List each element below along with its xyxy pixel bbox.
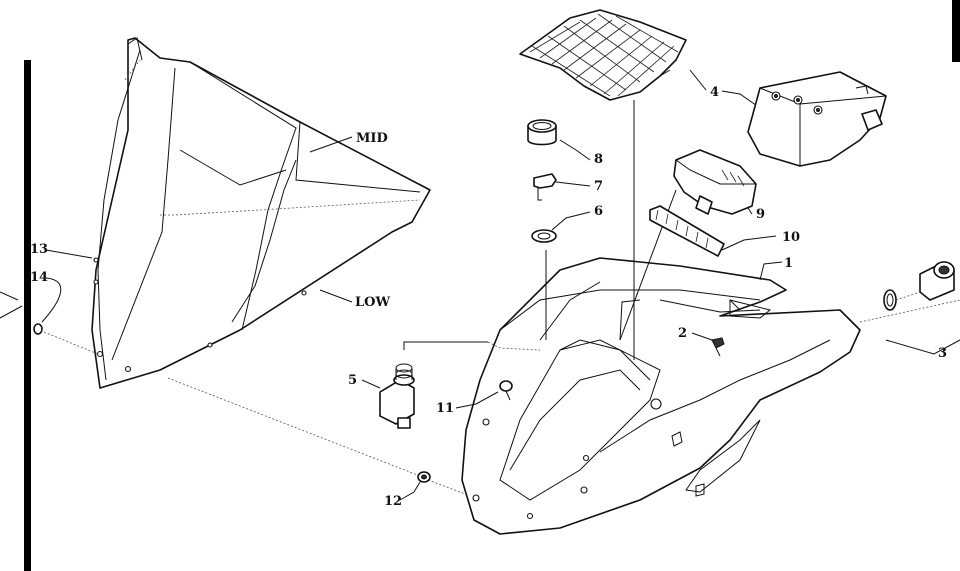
callout-7: 7 xyxy=(594,179,603,194)
callout-11: 11 xyxy=(436,401,454,416)
left-border-bar xyxy=(24,60,31,571)
fitting-5 xyxy=(379,363,415,429)
top-right-corner-bar xyxy=(952,0,960,62)
knob-9 xyxy=(673,149,757,215)
gauge-housing-4 xyxy=(747,71,887,167)
callout-9: 9 xyxy=(756,207,765,222)
windshield-label-low: LOW xyxy=(355,295,390,310)
seal-strip-10 xyxy=(649,205,725,257)
callout-5: 5 xyxy=(348,373,357,388)
callout-6: 6 xyxy=(594,204,603,219)
switch-assembly-3 xyxy=(883,261,955,311)
callout-3: 3 xyxy=(938,346,947,361)
callout-8: 8 xyxy=(594,152,603,167)
screw-11 xyxy=(499,380,513,401)
ignition-key-7 xyxy=(533,173,557,201)
windshield-label-mid: MID xyxy=(356,131,388,146)
nut-12 xyxy=(417,471,431,483)
callout-14: 14 xyxy=(30,270,48,285)
callout-12: 12 xyxy=(384,494,402,509)
callout-2: 2 xyxy=(678,326,687,341)
callout-13: 13 xyxy=(30,242,48,257)
ignition-cap-8 xyxy=(527,119,557,146)
screw-2 xyxy=(711,337,725,349)
grommet-14 xyxy=(33,323,43,335)
hood xyxy=(461,257,861,535)
callout-4: 4 xyxy=(710,85,719,100)
storage-net-pocket xyxy=(519,9,687,101)
windshield xyxy=(91,37,431,389)
callout-1: 1 xyxy=(784,256,793,271)
callout-10: 10 xyxy=(782,230,800,245)
nut-6 xyxy=(531,229,557,243)
